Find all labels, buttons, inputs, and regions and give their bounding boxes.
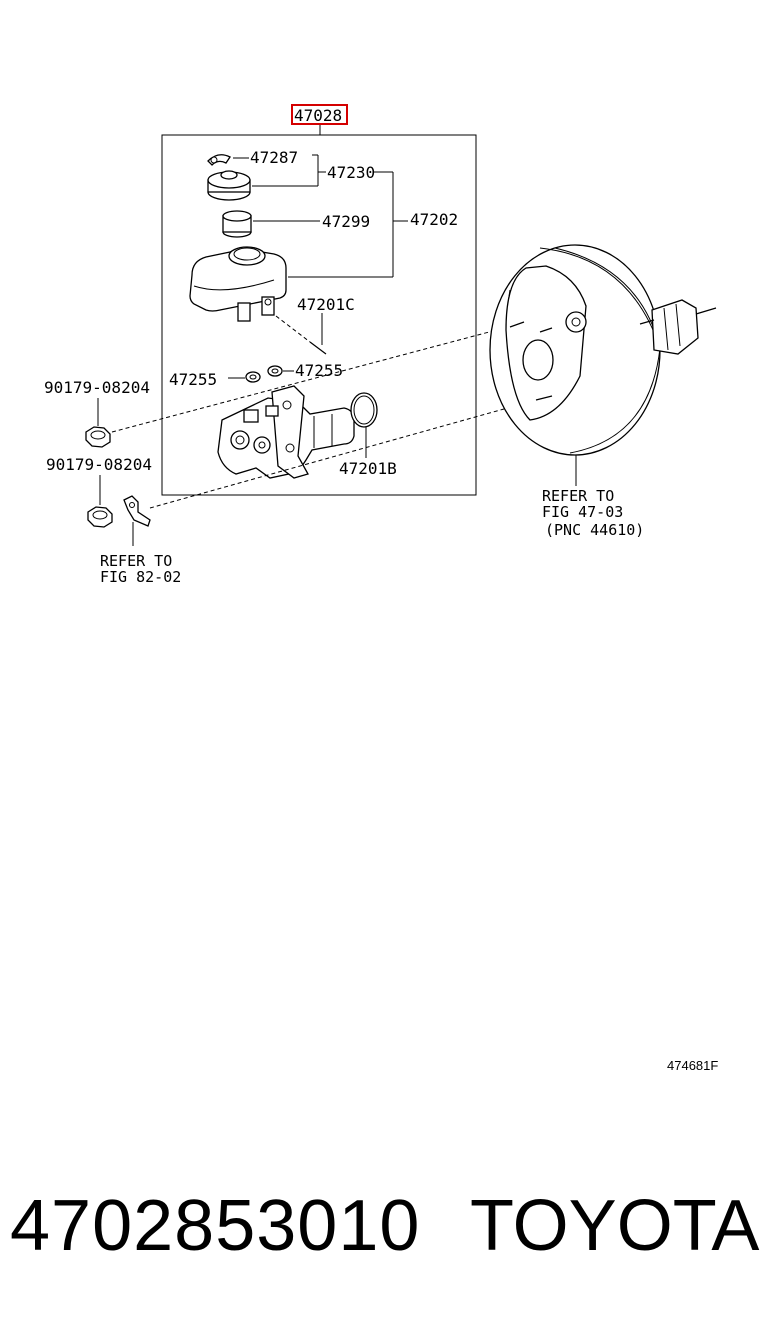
label-47201c[interactable]: 47201C	[297, 295, 355, 314]
part-number: 4702853010	[10, 1186, 421, 1266]
assembly-label-highlight	[291, 104, 348, 125]
booster-ref-line3: (PNC 44610)	[545, 521, 644, 539]
mounting-bracket	[123, 495, 151, 527]
label-90179-top[interactable]: 90179-08204	[44, 378, 150, 397]
reservoir-strainer	[222, 210, 252, 238]
master-cylinder-body	[217, 385, 355, 479]
cap-clip	[207, 154, 231, 166]
illustration-id: 474681F	[667, 1058, 719, 1073]
booster-ref-line2: FIG 47-03	[542, 503, 623, 521]
flange-nut-bottom	[87, 506, 113, 528]
grommet-right	[267, 365, 283, 377]
label-90179-bottom[interactable]: 90179-08204	[46, 455, 152, 474]
label-47255-right[interactable]: 47255	[295, 361, 343, 380]
label-47202[interactable]: 47202	[410, 210, 458, 229]
booster-ref-line1: REFER TO	[542, 487, 614, 505]
label-47230[interactable]: 47230	[327, 163, 375, 182]
o-ring	[350, 392, 378, 428]
bracket-ref-line2: FIG 82-02	[100, 568, 181, 586]
parts-diagram: 47028 47287 47230 47299 47202	[44, 104, 717, 586]
reservoir-tank	[189, 246, 287, 322]
reservoir-cap	[207, 170, 251, 201]
brake-booster	[489, 244, 717, 456]
label-47255-left[interactable]: 47255	[169, 370, 217, 389]
label-47201b[interactable]: 47201B	[339, 459, 397, 478]
label-47028[interactable]: 47028	[294, 106, 342, 125]
grommet-left	[245, 371, 261, 383]
brand-name: TOYOTA	[470, 1186, 760, 1266]
assembly-frame	[161, 134, 477, 496]
label-47287[interactable]: 47287	[250, 148, 298, 167]
flange-nut-top	[85, 426, 111, 448]
label-47299[interactable]: 47299	[322, 212, 370, 231]
bracket-ref-line1: REFER TO	[100, 552, 172, 570]
